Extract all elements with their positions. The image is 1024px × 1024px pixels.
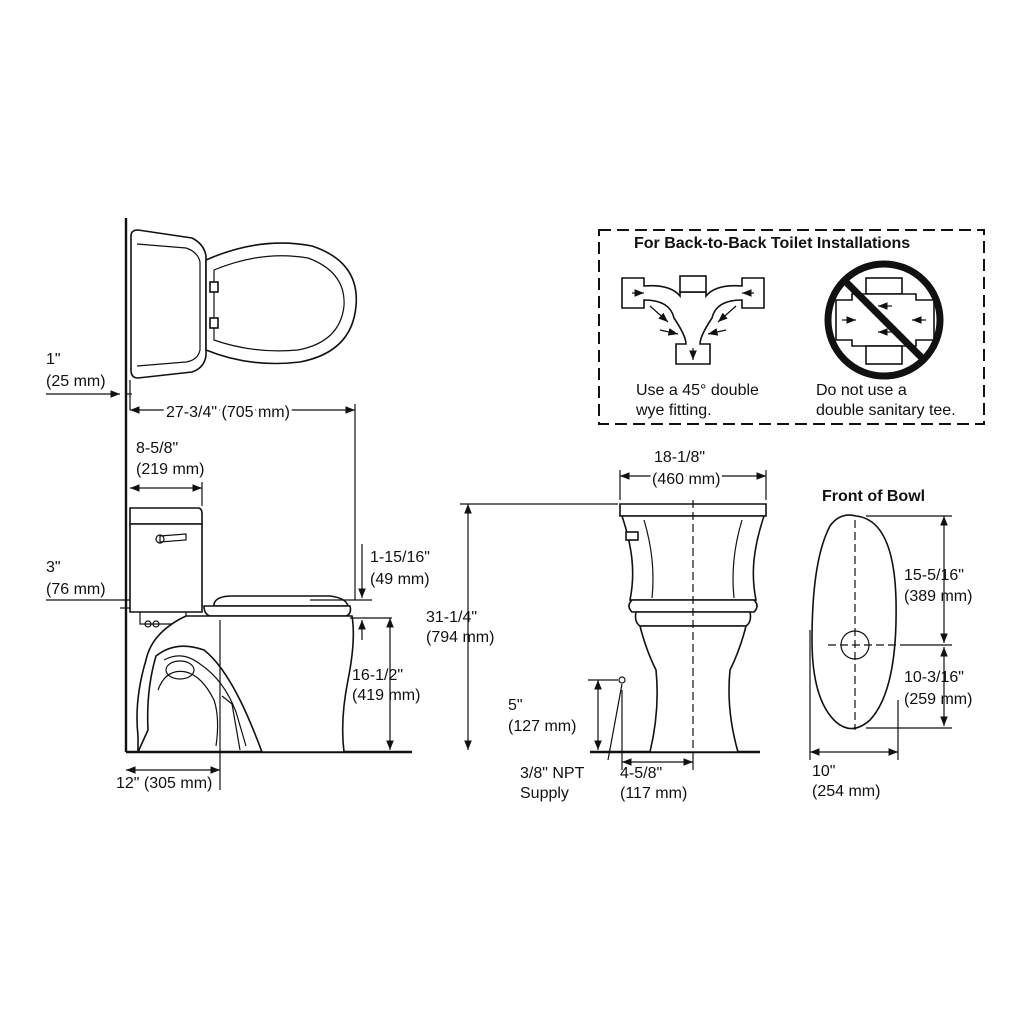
dim-tank-width-in: 18-1/8" <box>654 449 705 466</box>
dim-bowl-rear-mm: (259 mm) <box>904 691 972 708</box>
do-caption-line2: wye fitting. <box>635 402 712 419</box>
dim-seat-rise-mm: (49 mm) <box>370 571 430 588</box>
bowl-outline <box>811 514 897 730</box>
dim-bowl-front-in: 15-5/16" <box>904 567 964 584</box>
dim-supply-height-mm: (127 mm) <box>508 718 576 735</box>
dim-rim-height-in: 16-1/2" <box>352 667 403 684</box>
dim-tank-depth-mm: (219 mm) <box>136 461 204 478</box>
dim-supply-height-in: 5" <box>508 697 523 714</box>
front-view: 18-1/8" (460 mm) 31-1/4" (794 mm) 5" (12… <box>426 449 767 802</box>
dim-bowl-width-in: 10" <box>812 763 835 780</box>
no-sanitary-tee-icon <box>824 260 944 380</box>
dim-rim-height-mm: (419 mm) <box>352 687 420 704</box>
front-of-bowl-title: Front of Bowl <box>822 488 925 505</box>
supply-label-2: Supply <box>520 785 569 802</box>
dim-tank-width-mm: (460 mm) <box>652 471 720 488</box>
dim-seat-rise-in: 1-15/16" <box>370 549 430 566</box>
do-caption-line1: Use a 45° double <box>636 382 759 399</box>
dim-wall-offset-mm: (25 mm) <box>46 373 106 390</box>
dont-caption-line2: double sanitary tee. <box>816 402 956 419</box>
side-view: 1" (25 mm) 27-3/4" (705 mm) 8-5/8" (219 … <box>46 218 430 792</box>
dim-overall-depth: 27-3/4" (705 mm) <box>166 404 290 421</box>
dim-bowl-rear-in: 10-3/16" <box>904 669 964 686</box>
back-to-back-panel: For Back-to-Back Toilet Installations Us… <box>598 229 985 425</box>
dim-supply-offset-mm: (117 mm) <box>620 785 687 802</box>
supply-label-1: 3/8" NPT <box>520 765 585 782</box>
dim-rough-in: 12" (305 mm) <box>116 775 212 792</box>
wye-fitting-icon <box>621 275 765 365</box>
back-to-back-title: For Back-to-Back Toilet Installations <box>634 235 910 252</box>
dim-bowl-width-mm: (254 mm) <box>812 783 880 800</box>
dim-wall-offset-in: 1" <box>46 351 61 368</box>
bowl-side <box>136 595 355 753</box>
dim-tank-gap-mm: (76 mm) <box>46 581 106 598</box>
dim-supply-offset-in: 4-5/8" <box>620 765 662 782</box>
dim-bowl-front-mm: (389 mm) <box>904 588 972 605</box>
dim-overall-height-in: 31-1/4" <box>426 609 477 626</box>
tank-side <box>129 507 203 628</box>
top-view <box>130 229 358 379</box>
front-of-bowl: Front of Bowl 15-5/16" (389 mm) 10-3/16"… <box>809 488 972 800</box>
dim-tank-depth-in: 8-5/8" <box>136 440 178 457</box>
dim-overall-height-mm: (794 mm) <box>426 629 494 646</box>
dim-tank-gap-in: 3" <box>46 559 61 576</box>
dont-caption-line1: Do not use a <box>816 382 907 399</box>
